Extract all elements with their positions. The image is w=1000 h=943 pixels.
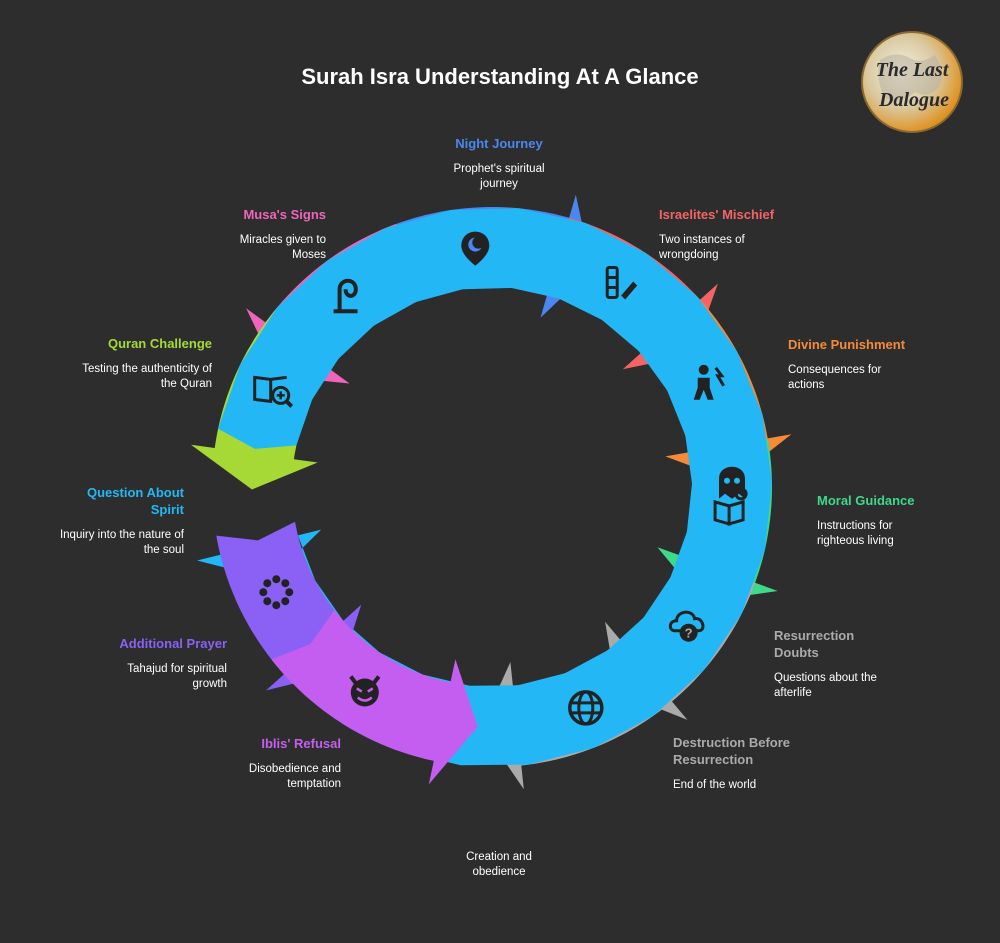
- stage-desc: Prophet's spiritual journey: [453, 163, 545, 190]
- stage-desc: Consequences for actions: [788, 364, 882, 391]
- stage-divine-punishment: Divine Punishment Consequences for actio…: [788, 336, 988, 393]
- stage-title: Divine Punishment: [788, 337, 906, 352]
- stage-quran-challenge: Quran Challenge Testing the authenticity…: [12, 335, 212, 392]
- svg-text:?: ?: [685, 626, 693, 641]
- stage-israelites-mischief: Israelites' Mischief Two instances of wr…: [659, 206, 859, 263]
- stage-additional-prayer: Additional Prayer Tahajud for spiritual …: [27, 635, 227, 692]
- stage-title: Night Journey: [455, 136, 543, 151]
- page-title: Surah Isra Understanding At A Glance: [301, 64, 699, 89]
- stage-title: Moral Guidance: [817, 493, 915, 508]
- stage-moral-guidance: Moral Guidance Instructions for righteou…: [817, 492, 1000, 549]
- book-magnifier-icon: [253, 375, 294, 408]
- cloud-question-icon: ?: [668, 610, 705, 642]
- stage-title: Quran Challenge: [107, 336, 212, 351]
- stage-desc: Miracles given to Moses: [239, 234, 326, 261]
- stage-desc: Instructions for righteous living: [817, 520, 894, 547]
- stage-title: Additional Prayer: [119, 636, 227, 651]
- document-pen-icon: [605, 266, 638, 300]
- stage-iblis-refusal: Iblis' Refusal Disobedience and temptati…: [141, 735, 341, 792]
- stage-destruction-before-resurrection: Destruction Before Resurrection End of t…: [673, 734, 873, 793]
- stage-desc: Disobedience and temptation: [248, 763, 341, 790]
- stage-desc: Two instances of wrongdoing: [659, 234, 745, 261]
- ghost-icon: [719, 466, 745, 499]
- stage-title: Musa's Signs: [243, 207, 326, 222]
- stage-question-about-spirit: Question About Spirit Inquiry into the n…: [0, 484, 184, 558]
- stage-creation-obedience: Creation and obedience: [399, 850, 599, 880]
- stage-musas-signs: Musa's Signs Miracles given to Moses: [126, 206, 326, 263]
- stage-desc: End of the world: [673, 779, 757, 791]
- stage-resurrection-doubts: Resurrection Doubts Questions about the …: [774, 627, 974, 701]
- stage-desc: Questions about the afterlife: [774, 672, 877, 699]
- stage-desc: Inquiry into the nature of the soul: [59, 529, 184, 556]
- staff-serpent-icon: [333, 278, 358, 314]
- star-crescent-pin-icon: [461, 231, 490, 266]
- stage-title: Resurrection Doubts: [774, 628, 855, 660]
- stage-title: Destruction Before Resurrection: [673, 735, 791, 767]
- stage-title: Israelites' Mischief: [659, 207, 775, 222]
- stage-title: Question About Spirit: [86, 485, 184, 517]
- globe-icon: [568, 690, 604, 726]
- stage-night-journey: Night Journey Prophet's spiritual journe…: [399, 135, 599, 192]
- stage-desc: Testing the authenticity of the Quran: [82, 363, 212, 390]
- stage-desc: Tahajud for spiritual growth: [127, 663, 227, 690]
- devil-face-icon: [349, 675, 381, 707]
- lightning-figure-icon: [693, 364, 725, 400]
- logo-badge: The Last Dalogue: [861, 31, 963, 133]
- prayer-beads-icon: [259, 575, 294, 610]
- logo-line1: The Last: [876, 59, 950, 81]
- stage-title: Iblis' Refusal: [261, 736, 341, 751]
- logo-line2: Dalogue: [878, 89, 949, 111]
- stage-desc: Creation and obedience: [466, 851, 532, 878]
